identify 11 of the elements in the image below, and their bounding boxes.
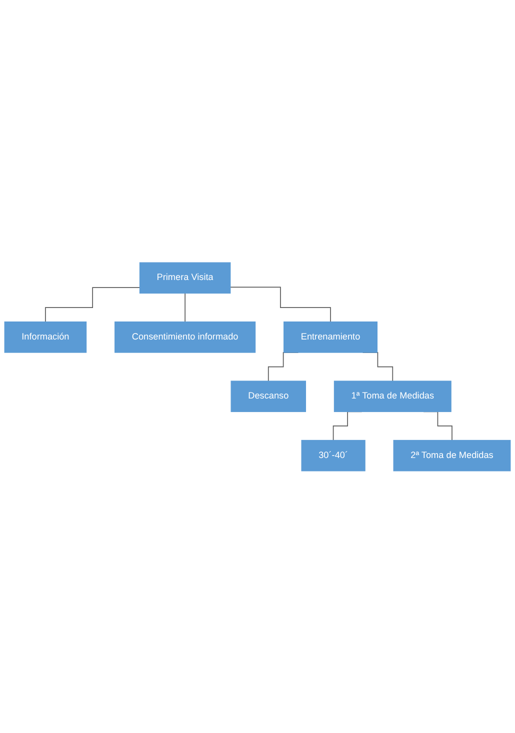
connector xyxy=(230,286,331,322)
node-box: Consentimiento informado xyxy=(114,321,256,353)
node-box: 30´-40´ xyxy=(301,440,366,471)
connector xyxy=(45,286,140,322)
node-box: Descanso xyxy=(230,380,306,412)
node-box: Primera Visita xyxy=(139,262,231,294)
connector xyxy=(184,292,186,322)
node-box: Entrenamiento xyxy=(284,321,378,353)
node-box: Información xyxy=(4,321,87,353)
node-box: 1ª Toma de Medidas xyxy=(334,380,452,412)
node-box: 2ª Toma de Medidas xyxy=(393,440,511,471)
